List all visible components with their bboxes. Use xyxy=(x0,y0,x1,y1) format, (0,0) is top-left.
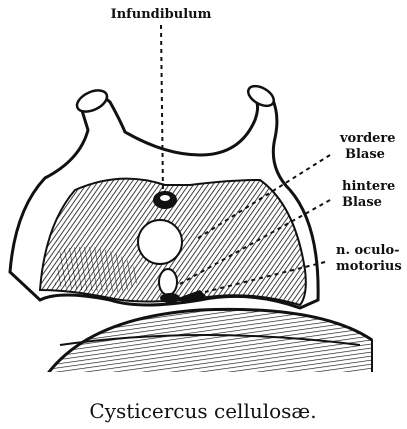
label-hintere-line2: Blase xyxy=(342,195,382,210)
label-vordere-line2: Blase xyxy=(345,147,385,162)
vordere-blase xyxy=(138,220,182,264)
label-oculo-line1: n. oculo- xyxy=(336,243,400,258)
label-infundibulum: Infundibulum xyxy=(111,7,212,22)
infundibulum-structure xyxy=(153,191,177,209)
figure-caption: Cysticercus cellulosæ. xyxy=(89,399,316,423)
label-hintere-line1: hintere xyxy=(342,179,395,194)
label-oculo-line2: motorius xyxy=(336,259,402,274)
label-vordere-line1: vordere xyxy=(339,131,396,146)
brain-base xyxy=(38,309,374,388)
